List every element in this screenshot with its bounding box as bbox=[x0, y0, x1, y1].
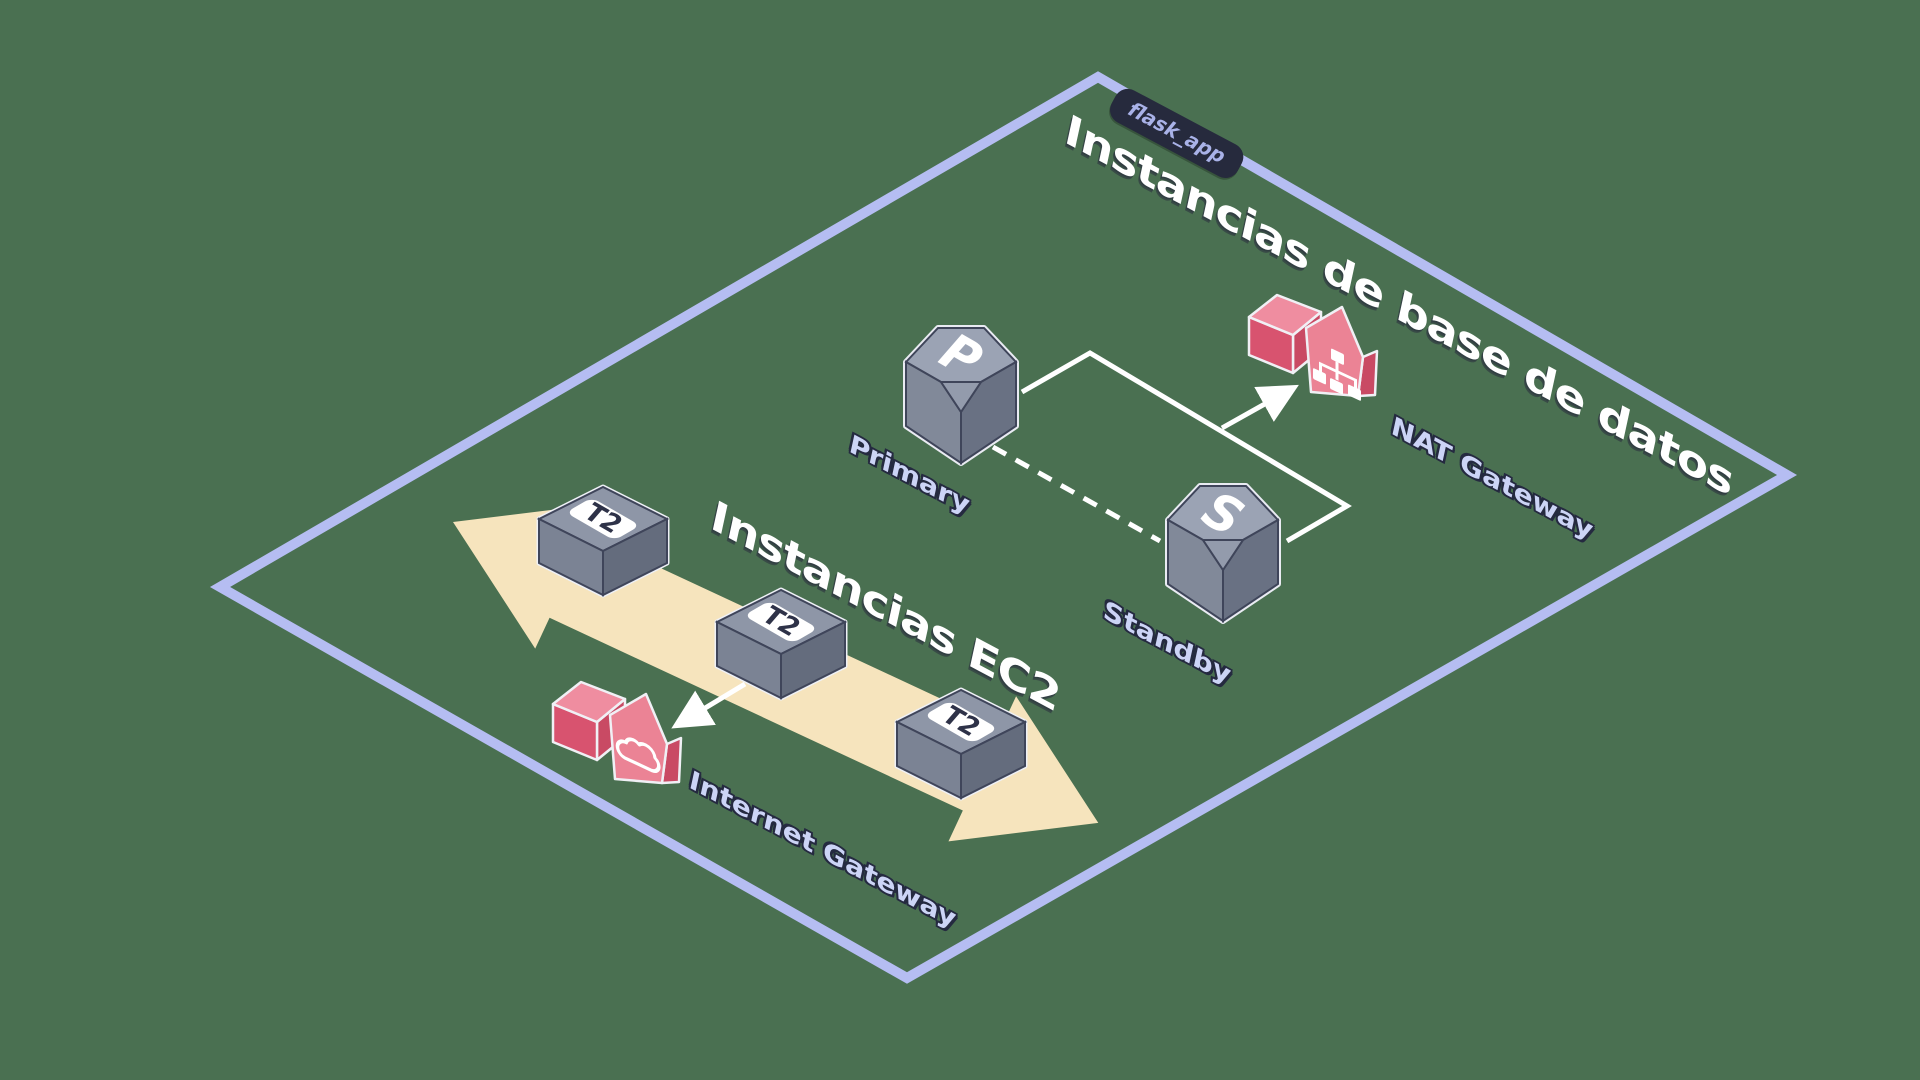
t2-plate-3 bbox=[927, 702, 995, 742]
cloud-icon bbox=[615, 737, 661, 773]
edge-primary-standby-solid bbox=[1020, 350, 1352, 544]
nat-gateway-icon bbox=[1247, 293, 1379, 401]
t2-plate-2 bbox=[747, 602, 815, 642]
network-tree-icon bbox=[1313, 348, 1361, 401]
internet-gateway-icon bbox=[551, 680, 683, 785]
t2-plate-1 bbox=[569, 499, 637, 539]
edge-to-nat-arrow bbox=[1220, 384, 1299, 431]
edge-primary-standby-dashed bbox=[991, 444, 1162, 544]
connectors bbox=[671, 350, 1352, 729]
edge-t2-to-igw-arrow bbox=[671, 681, 747, 729]
vpc-boundary bbox=[209, 71, 1798, 984]
